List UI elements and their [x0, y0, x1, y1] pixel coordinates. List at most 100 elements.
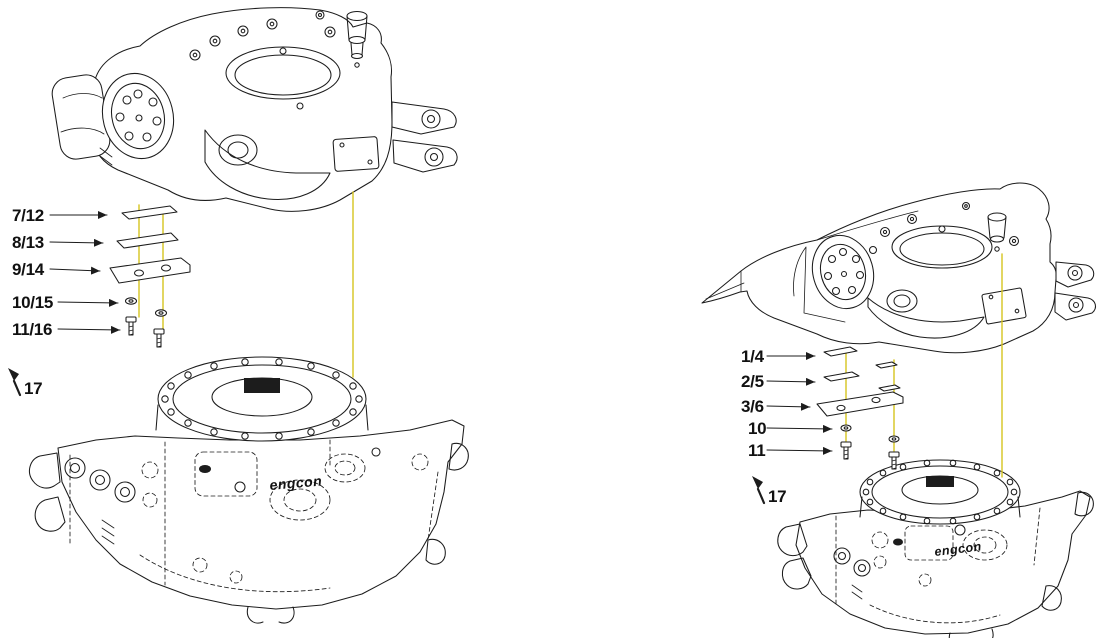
- callout-10: 10: [748, 419, 833, 438]
- callout-arrow: [766, 446, 833, 455]
- left-claw-1: [28, 452, 61, 489]
- tool-callout-label: 17: [24, 379, 42, 398]
- bearing-flange-right: [793, 234, 875, 323]
- grease-fitting-right: [987, 212, 1007, 252]
- cavity-sweep-left: [204, 129, 331, 201]
- bottom-hook-1: [246, 606, 264, 624]
- screw-11-a: [840, 441, 852, 460]
- bottom-hook-2: [991, 628, 994, 638]
- callout-label: 3/6: [741, 397, 764, 416]
- callout-label: 8/13: [12, 233, 44, 252]
- callout-3-6: 3/6: [741, 397, 811, 416]
- ring-bolt-holes: [161, 358, 363, 440]
- base-body-outline: [57, 419, 465, 610]
- left-view: engcon: [8, 7, 469, 624]
- ring-keyway: [244, 378, 280, 393]
- callout-arrow: [57, 298, 119, 307]
- slew-ring-right: [859, 459, 1021, 525]
- washer-10-15-b: [154, 309, 168, 317]
- grease-fitting-left: [346, 10, 368, 68]
- callout-label: 2/5: [741, 372, 764, 391]
- shim-2-5-a: [823, 371, 860, 382]
- callout-11-16: 11/16: [12, 320, 121, 339]
- callout-label: 10: [748, 419, 766, 438]
- brand-logo-left: engcon: [269, 472, 323, 493]
- mounting-ears-right: [1054, 261, 1097, 321]
- screw-11-16-a: [125, 316, 137, 336]
- shim-1-4-a: [823, 346, 858, 357]
- top-bosses-left: [189, 10, 336, 61]
- shim-1-4-b: [875, 361, 898, 369]
- right-upper-assembly: [701, 182, 1097, 354]
- callout-label: 11/16: [12, 320, 52, 339]
- shim-8-13: [116, 232, 179, 249]
- housing-outline-right: [701, 182, 1057, 354]
- hidden-detail-lines: [835, 507, 1041, 624]
- right-view: engcon: [701, 182, 1097, 638]
- callout-arrow: [57, 325, 121, 334]
- washer-10-a: [840, 424, 852, 432]
- callout-arrow: [766, 402, 811, 411]
- top-bosses-right: [868, 201, 1020, 255]
- callout-9-14: 9/14: [12, 260, 101, 279]
- callout-2-5: 2/5: [741, 372, 816, 391]
- mounting-ears-left: [391, 101, 458, 173]
- shim-2-5-b: [878, 384, 901, 392]
- bearing-flange-left: [101, 72, 175, 160]
- shim-7-12: [121, 205, 178, 220]
- hidden-detail-lines: [69, 439, 439, 593]
- left-leader-lines: [138, 191, 354, 378]
- screw-11-b: [888, 451, 900, 470]
- slew-ring-left: [155, 356, 369, 442]
- right-claw-1: [448, 442, 469, 471]
- right-lower-assembly: engcon: [777, 459, 1094, 638]
- screw-11-16-b: [153, 328, 165, 348]
- callout-arrow: [766, 377, 816, 386]
- callout-label: 1/4: [741, 347, 765, 366]
- callout-arrow: [766, 424, 833, 433]
- left-upper-assembly: [51, 7, 458, 212]
- plate-3-6: [816, 391, 904, 417]
- bottom-hook-2: [278, 606, 295, 624]
- callout-11: 11: [748, 441, 833, 460]
- right-claw-1: [1074, 491, 1094, 517]
- washer-10-b: [888, 435, 900, 443]
- id-plate-left: [332, 136, 380, 172]
- left-lower-assembly: engcon: [28, 356, 469, 624]
- tool-callout-label: 17: [768, 487, 786, 506]
- callout-label: 7/12: [12, 206, 44, 225]
- callout-label: 11: [748, 441, 765, 460]
- left-claw-2: [781, 557, 812, 590]
- pin-tool-icon: [8, 368, 19, 381]
- ring-bolt-holes: [862, 459, 1018, 525]
- left-parts-stack: [109, 205, 191, 348]
- left-tool-callout: 17: [8, 368, 43, 398]
- callout-7-12: 7/12: [12, 206, 108, 225]
- callout-arrow: [49, 266, 101, 275]
- ring-keyway: [926, 476, 954, 487]
- callout-8-13: 8/13: [12, 233, 104, 252]
- bottom-hook-1: [948, 632, 951, 638]
- pin-tool-icon: [752, 476, 763, 489]
- cavity-sweep-right: [867, 297, 985, 339]
- callout-arrow: [49, 238, 104, 247]
- left-claw-2: [34, 496, 66, 532]
- callout-10-15: 10/15: [12, 293, 119, 312]
- housing-outline-left: [92, 7, 393, 212]
- right-callouts: 1/4 2/5 3/6 10 11: [741, 347, 833, 460]
- right-parts-stack: [816, 346, 904, 470]
- callout-label: 10/15: [12, 293, 53, 312]
- pin-tool-shaft: [12, 379, 22, 397]
- right-hook: [425, 538, 446, 565]
- central-opening-right: [891, 225, 993, 269]
- left-claw-1: [777, 523, 808, 557]
- pin-tool-shaft: [756, 487, 766, 505]
- left-callouts: 7/12 8/13 9/14 10/15 11/16: [12, 206, 121, 339]
- right-tool-callout: 17: [752, 476, 787, 506]
- right-hook: [1041, 585, 1062, 611]
- brand-logo-right: engcon: [934, 539, 983, 559]
- plate-9-14: [109, 257, 191, 284]
- washer-10-15-a: [124, 297, 138, 305]
